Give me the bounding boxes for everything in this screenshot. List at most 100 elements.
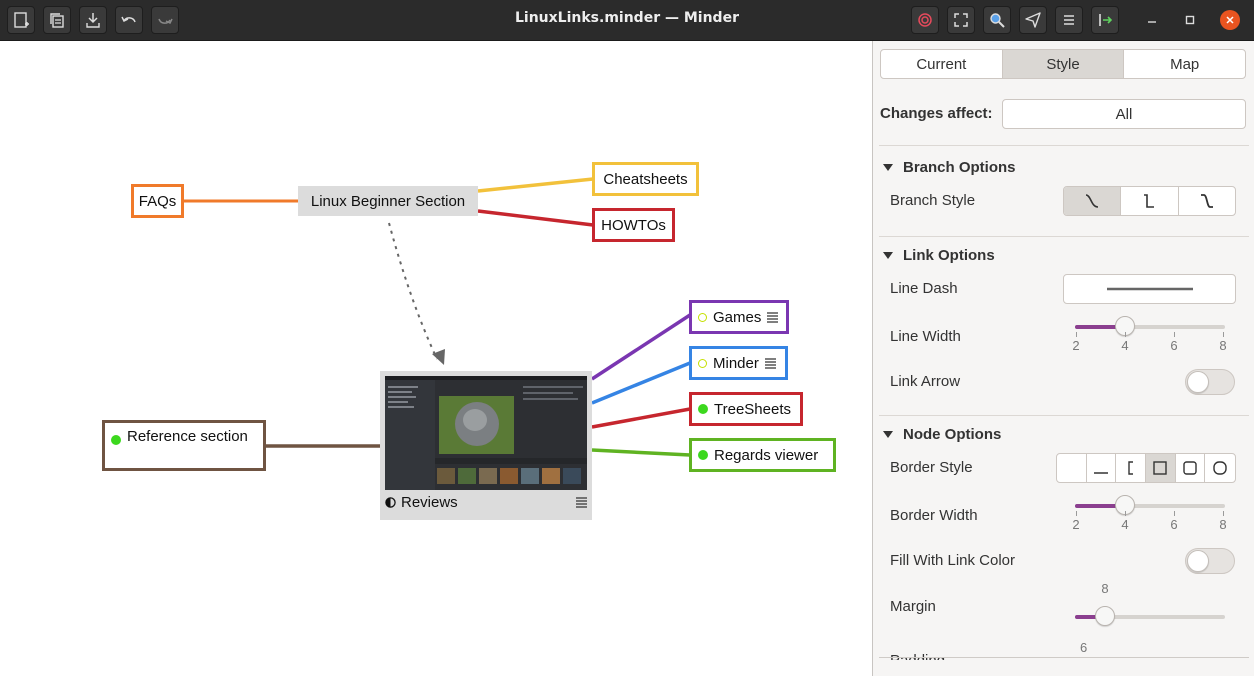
link-howtos[interactable] xyxy=(477,209,594,227)
task-done-icon[interactable] xyxy=(698,450,708,460)
focus-target-icon xyxy=(918,13,932,27)
node-howtos[interactable]: HOWTOs xyxy=(592,208,675,242)
note-icon[interactable] xyxy=(576,497,587,508)
search-button[interactable] xyxy=(983,6,1011,34)
task-open-icon[interactable] xyxy=(698,358,707,368)
node-options-header[interactable]: Node Options xyxy=(883,426,1001,443)
node-label: FAQs xyxy=(138,192,177,210)
padding-value-label: 6 xyxy=(1080,640,1088,655)
changes-affect-button[interactable]: All xyxy=(1002,99,1246,129)
node-reviews[interactable]: Reviews xyxy=(380,371,592,520)
section-title: Branch Options xyxy=(903,159,1016,176)
note-icon[interactable] xyxy=(767,311,779,323)
link-cheatsheets[interactable] xyxy=(477,177,594,193)
slider-track xyxy=(1075,504,1225,508)
border-underline-button[interactable] xyxy=(1087,454,1117,482)
task-open-icon[interactable] xyxy=(698,312,707,322)
redo-button[interactable] xyxy=(151,6,179,34)
task-half-icon[interactable] xyxy=(385,497,396,508)
border-style-label: Border Style xyxy=(890,459,973,476)
root-node[interactable]: Linux Beginner Section xyxy=(298,186,478,216)
border-rounded-square-button[interactable] xyxy=(1176,454,1206,482)
task-done-icon[interactable] xyxy=(698,404,708,414)
expander-icon xyxy=(883,164,893,171)
branch-rounded-icon xyxy=(1200,194,1213,208)
main-menu-button[interactable] xyxy=(1055,6,1083,34)
margin-slider[interactable]: 8 xyxy=(1075,581,1225,645)
separator xyxy=(879,657,1249,658)
node-faqs[interactable]: FAQs xyxy=(131,184,184,218)
node-regards-viewer[interactable]: Regards viewer xyxy=(689,438,836,472)
style-sidebar: Current Style Map Changes affect: All Br… xyxy=(872,41,1254,676)
border-square-button[interactable] xyxy=(1146,454,1176,482)
task-done-icon[interactable] xyxy=(111,435,121,445)
node-treesheets[interactable]: TreeSheets xyxy=(689,392,803,426)
node-image xyxy=(385,376,587,490)
fill-link-color-switch[interactable] xyxy=(1185,548,1235,574)
minimize-button[interactable] xyxy=(1142,10,1162,30)
close-button[interactable] xyxy=(1220,10,1240,30)
minimize-icon xyxy=(1148,21,1156,23)
node-label: Reference section xyxy=(127,428,248,445)
save-download-icon xyxy=(86,13,100,28)
tick-label: 8 xyxy=(1219,338,1227,353)
slider-tick xyxy=(1223,332,1224,337)
border-pill-icon xyxy=(1213,461,1227,475)
node-minder[interactable]: Minder xyxy=(689,346,788,380)
separator xyxy=(879,236,1249,237)
link-regards[interactable] xyxy=(591,448,691,457)
slider-tick xyxy=(1125,332,1126,337)
link-layer xyxy=(182,177,691,457)
note-icon[interactable] xyxy=(764,357,776,369)
zoom-fit-icon xyxy=(954,13,968,27)
close-icon xyxy=(1226,16,1234,24)
new-file-button[interactable] xyxy=(7,6,35,34)
save-button[interactable] xyxy=(79,6,107,34)
slider-thumb[interactable] xyxy=(1095,606,1115,626)
branch-rounded-button[interactable] xyxy=(1179,187,1235,215)
tab-map[interactable]: Map xyxy=(1170,55,1200,73)
branch-options-header[interactable]: Branch Options xyxy=(883,159,1016,176)
slider-tick xyxy=(1174,511,1175,516)
border-width-label: Border Width xyxy=(890,507,978,524)
tab-current[interactable]: Current xyxy=(881,50,1003,78)
border-width-slider[interactable]: 2 4 6 8 xyxy=(1072,494,1227,534)
section-title: Link Options xyxy=(903,247,995,264)
undo-button[interactable] xyxy=(115,6,143,34)
link-options-header[interactable]: Link Options xyxy=(883,247,995,264)
link-games[interactable] xyxy=(591,313,691,381)
node-cheatsheets[interactable]: Cheatsheets xyxy=(592,162,699,196)
line-dash-label: Line Dash xyxy=(890,280,958,297)
slider-tick xyxy=(1174,332,1175,337)
focus-button[interactable] xyxy=(911,6,939,34)
branch-curved-icon xyxy=(1085,194,1099,208)
border-bracket-button[interactable] xyxy=(1116,454,1147,482)
slider-tick xyxy=(1076,511,1077,516)
sidebar-toggle-button[interactable] xyxy=(1091,6,1119,34)
line-width-slider[interactable]: 2 4 6 8 xyxy=(1072,315,1227,355)
border-none-button[interactable] xyxy=(1057,454,1087,482)
border-underline-icon xyxy=(1094,472,1108,474)
link-arrow-switch[interactable] xyxy=(1185,369,1235,395)
connection-arrow[interactable] xyxy=(388,222,438,360)
export-button[interactable] xyxy=(1019,6,1047,34)
zoom-fit-button[interactable] xyxy=(947,6,975,34)
link-minder[interactable] xyxy=(591,361,691,405)
node-reference-section[interactable]: Reference section xyxy=(102,420,266,471)
slider-tick xyxy=(1125,511,1126,516)
link-treesheets[interactable] xyxy=(591,407,691,429)
branch-squared-button[interactable] xyxy=(1121,187,1179,215)
open-file-button[interactable] xyxy=(43,6,71,34)
hamburger-menu-icon xyxy=(1064,15,1074,25)
node-games[interactable]: Games xyxy=(689,300,789,334)
mindmap-canvas[interactable]: Linux Beginner Section FAQs Cheatsheets … xyxy=(0,41,872,676)
margin-label: Margin xyxy=(890,598,936,615)
expander-icon xyxy=(883,431,893,438)
tick-label: 6 xyxy=(1170,338,1178,353)
maximize-button[interactable] xyxy=(1180,10,1200,30)
border-pill-button[interactable] xyxy=(1205,454,1235,482)
tab-style[interactable]: Style xyxy=(1002,50,1125,78)
branch-squared-icon xyxy=(1144,194,1155,208)
branch-curved-button[interactable] xyxy=(1064,187,1122,215)
line-dash-dropdown[interactable] xyxy=(1063,274,1236,304)
